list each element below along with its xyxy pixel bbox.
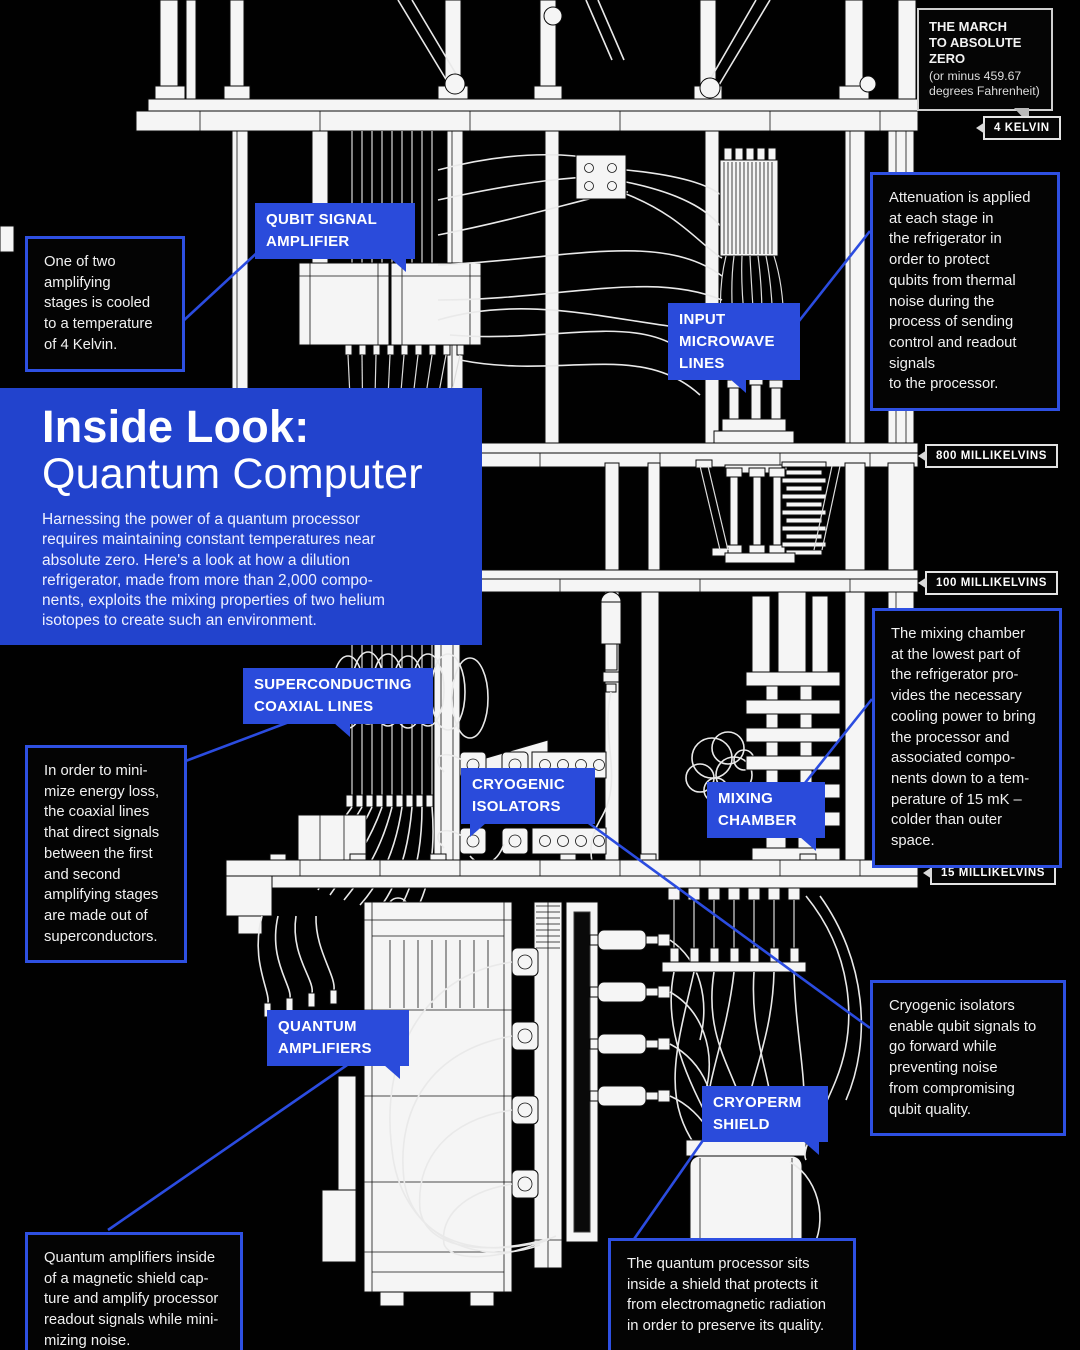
stage-15mk bbox=[225, 853, 919, 935]
callout-attenuation: Attenuation is applied at each stage in … bbox=[870, 172, 1060, 412]
isolator-modules bbox=[589, 929, 720, 1181]
intro-panel: Inside Look: Quantum Computer Harnessing… bbox=[0, 388, 482, 645]
label-input-microwave-lines: INPUT MICROWAVE LINES bbox=[668, 303, 800, 394]
intro-body-text: Harnessing the power of a quantum proces… bbox=[42, 511, 385, 629]
tag-4-kelvin: 4 KELVIN bbox=[983, 116, 1061, 140]
label-superconducting-coaxial-lines: SUPERCONDUCTING COAXIAL LINES bbox=[243, 668, 433, 736]
march-note-subtitle: (or minus 459.67 degrees Fahrenheit) bbox=[929, 68, 1040, 99]
callout-quantum-amplifiers: Quantum amplifiers inside of a magnetic … bbox=[25, 1232, 243, 1350]
label-cryoperm-shield: CRYOPERM SHIELD bbox=[702, 1086, 828, 1154]
label-cryogenic-isolators: CRYOGENIC ISOLATORS bbox=[461, 768, 595, 836]
tag-800-millikelvins: 800 MILLIKELVINS bbox=[925, 444, 1058, 468]
label-mixing-chamber: MIXING CHAMBER bbox=[707, 782, 825, 850]
march-note-title: THE MARCH TO ABSOLUTE ZERO bbox=[929, 19, 1022, 66]
march-to-zero-note: THE MARCH TO ABSOLUTE ZERO (or minus 459… bbox=[917, 8, 1053, 125]
label-qubit-signal-amplifier: QUBIT SIGNAL AMPLIFIER bbox=[255, 203, 415, 271]
callout-cryoperm-shield: The quantum processor sits inside a shie… bbox=[608, 1238, 856, 1350]
top-frame bbox=[135, 0, 919, 132]
page-title-light: Quantum Computer bbox=[42, 449, 423, 498]
left-edge-fragment bbox=[0, 225, 15, 253]
page-title-bold: Inside Look: bbox=[42, 401, 310, 452]
hanging-probe bbox=[590, 591, 622, 863]
tag-100-millikelvins: 100 MILLIKELVINS bbox=[925, 571, 1058, 595]
clip-connectors bbox=[389, 947, 557, 1258]
input-lines-component bbox=[713, 147, 795, 446]
callout-mixing-chamber: The mixing chamber at the lowest part of… bbox=[872, 608, 1062, 868]
callout-qubit-amplifier: One of two amplifying stages is cooled t… bbox=[25, 236, 185, 372]
callout-cryogenic-isolators: Cryogenic isolators enable qubit signals… bbox=[870, 980, 1066, 1137]
label-quantum-amplifiers: QUANTUM AMPLIFIERS bbox=[267, 1010, 409, 1078]
stage-800mk bbox=[455, 442, 919, 574]
callout-coaxial-lines: In order to mini- mize energy loss, the … bbox=[25, 745, 187, 964]
